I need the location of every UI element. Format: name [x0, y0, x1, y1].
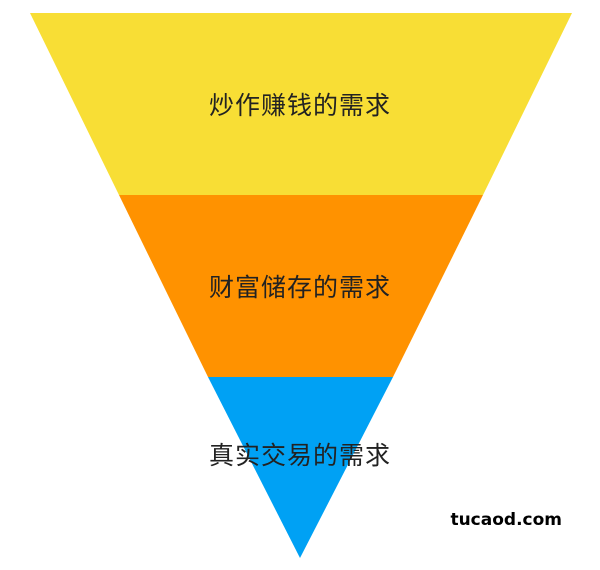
layer-middle-label: 财富储存的需求 — [208, 273, 391, 302]
layer-top-label: 炒作赚钱的需求 — [208, 91, 391, 120]
layer-bottom-label: 真实交易的需求 — [208, 441, 391, 470]
layer-bottom-transaction — [208, 377, 393, 558]
watermark-text: tucaod.com — [450, 510, 562, 530]
layer-top-speculation — [30, 13, 572, 195]
layer-middle-store-of-value — [119, 195, 483, 377]
